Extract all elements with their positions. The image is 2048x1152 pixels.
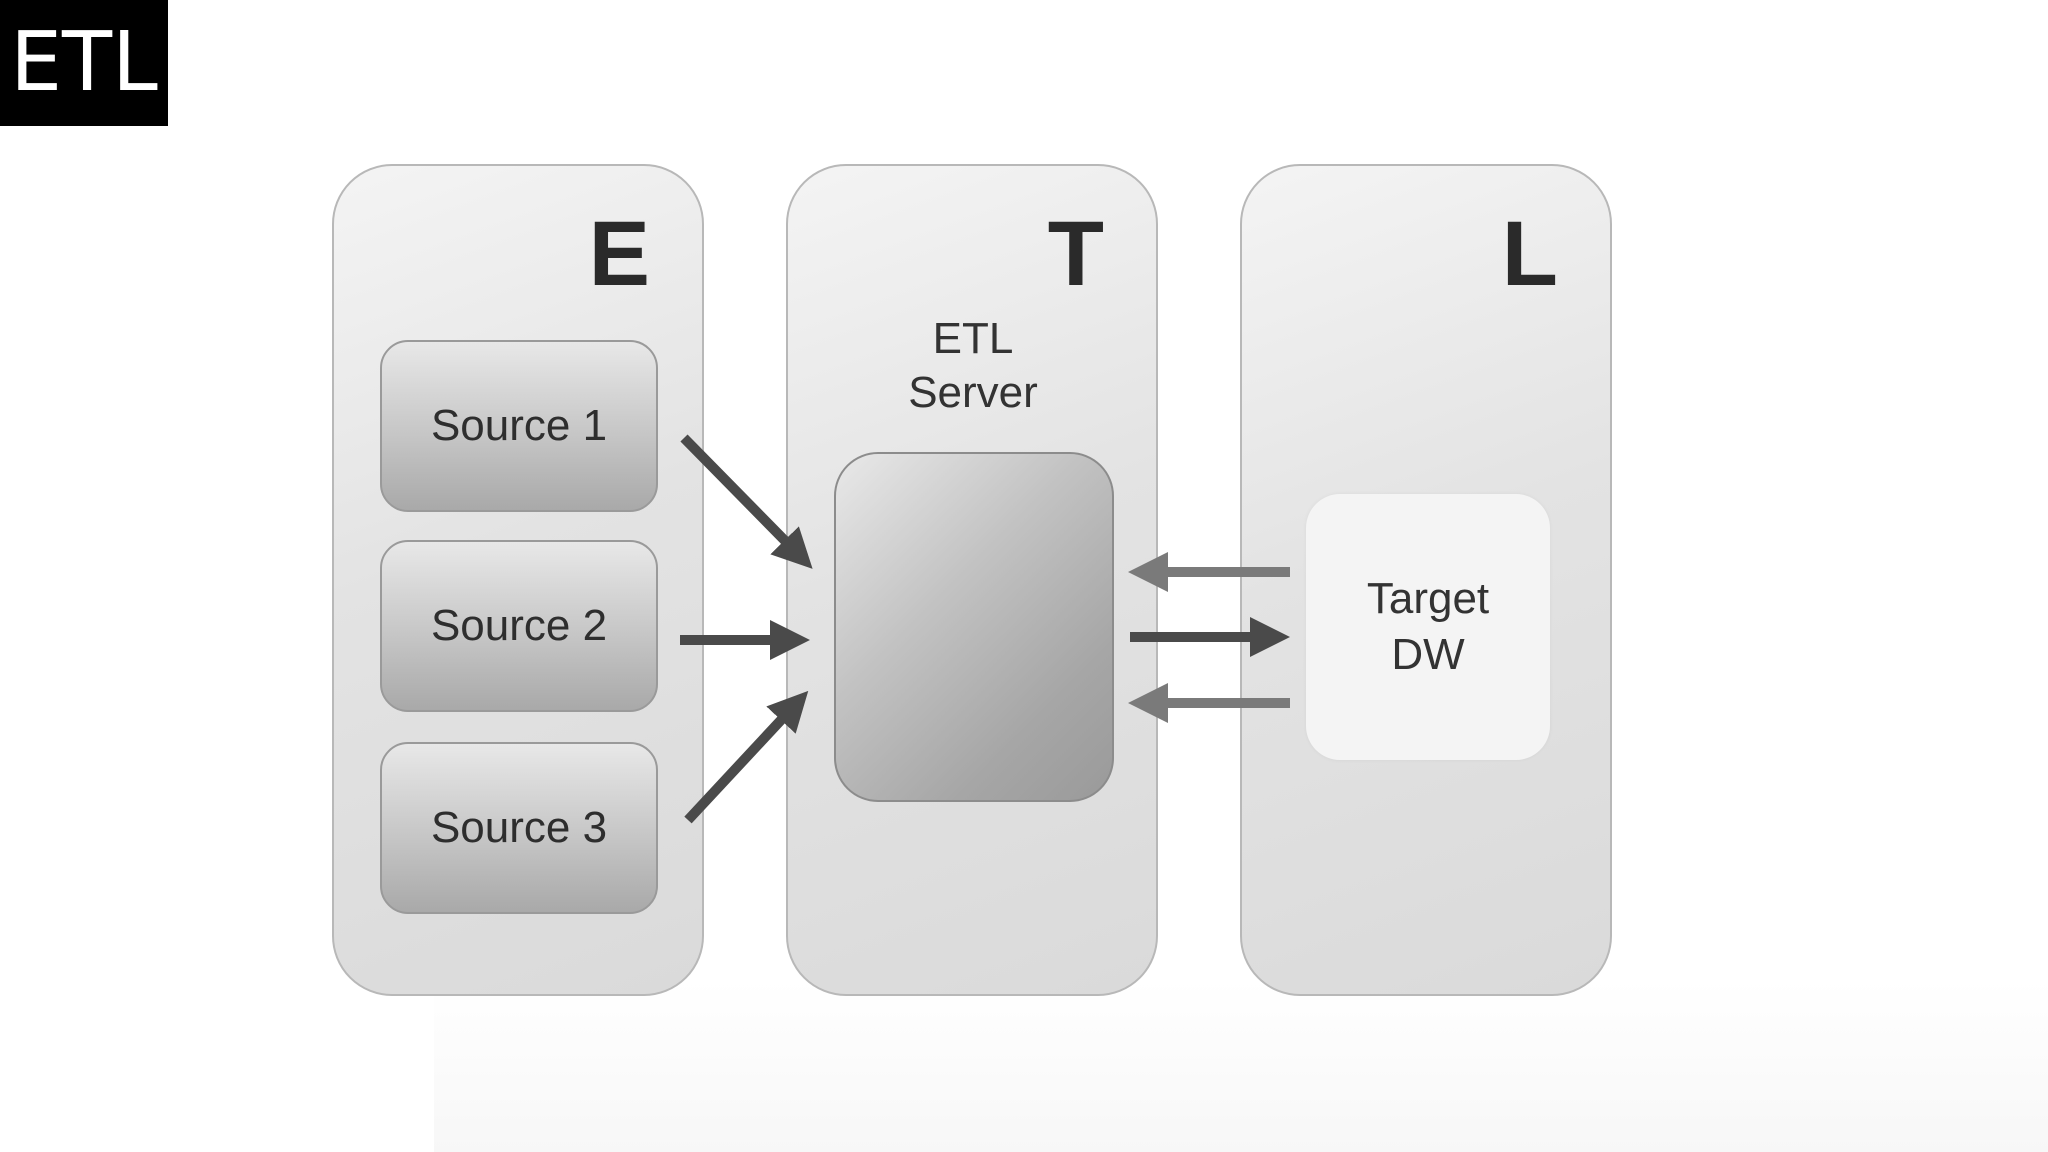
background-fade	[434, 980, 2048, 1152]
etl-server-box	[834, 452, 1114, 802]
etl-server-label-line1: ETL	[932, 314, 1014, 363]
source-2-box: Source 2	[380, 540, 658, 712]
arrow-source1-to-server	[680, 434, 813, 569]
load-letter: L	[1501, 203, 1558, 305]
target-dw-box: Target DW	[1306, 494, 1550, 760]
slide-title: ETL	[0, 0, 168, 126]
etl-server-label: ETL Server	[880, 312, 1066, 420]
source-1-box: Source 1	[380, 340, 658, 512]
arrow-source3-to-server	[684, 690, 809, 824]
source-3-box: Source 3	[380, 742, 658, 914]
target-dw-label-line2: DW	[1391, 630, 1465, 679]
target-dw-label-line1: Target	[1366, 574, 1490, 623]
transform-letter: T	[1047, 203, 1104, 305]
extract-letter: E	[588, 203, 650, 305]
etl-server-label-line2: Server	[908, 368, 1038, 417]
